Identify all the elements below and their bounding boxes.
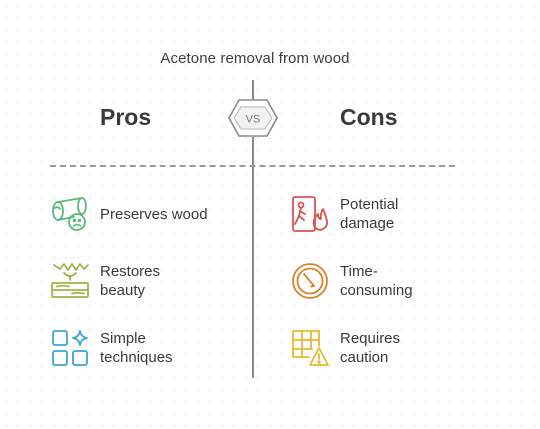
timer-icon: [292, 263, 328, 299]
con-item-time-consuming: Time- consuming: [290, 261, 413, 301]
pro-item-preserves-wood: Preserves wood: [50, 194, 208, 234]
con-label-potential-damage: Potential damage: [340, 196, 399, 232]
con-label-requires-caution: Requires caution: [340, 330, 401, 366]
cons-heading: Cons: [340, 104, 398, 130]
fire-hazard-icon: [292, 196, 329, 232]
refinished-wood-icon: [51, 263, 89, 298]
con-item-requires-caution: Requires caution: [290, 328, 400, 368]
con-label-time-consuming: Time- consuming: [340, 263, 413, 299]
grid-sparkle-icon: [52, 330, 88, 366]
pro-label-preserves-wood: Preserves wood: [100, 205, 208, 223]
pro-item-simple-techniques: Simple techniques: [50, 328, 173, 368]
pro-item-restores-beauty: Restores beauty: [50, 261, 160, 301]
pros-heading: Pros: [100, 104, 152, 130]
vertical-divider-bottom: [252, 137, 254, 378]
diagram-title: Acetone removal from wood: [160, 50, 350, 67]
con-item-potential-damage: Potential damage: [290, 194, 398, 234]
horizontal-divider: [50, 165, 455, 167]
log-icon: [52, 197, 87, 231]
vertical-divider-top: [252, 80, 254, 99]
grid-warning-icon: [292, 330, 329, 366]
pro-label-simple-techniques: Simple techniques: [100, 330, 173, 366]
vs-badge: VS: [228, 99, 278, 137]
vs-label: VS: [246, 114, 261, 126]
pro-label-restores-beauty: Restores beauty: [100, 263, 161, 299]
